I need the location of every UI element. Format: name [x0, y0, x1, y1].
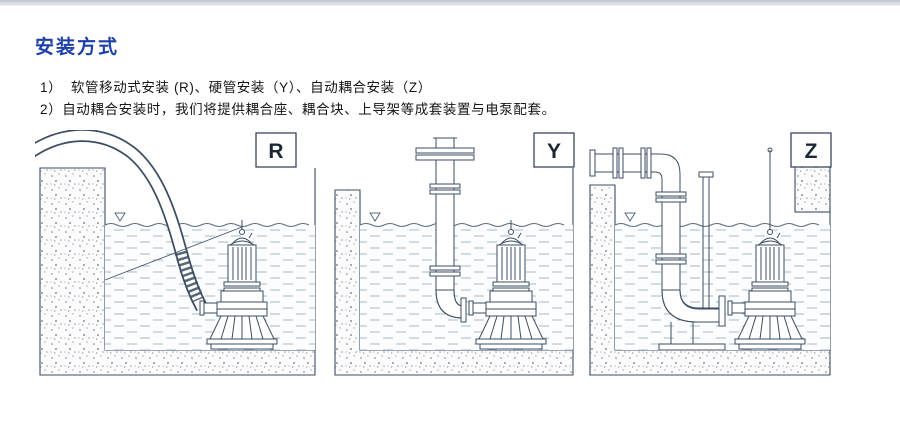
pipe-flange	[618, 147, 624, 179]
lifting-chain	[767, 147, 773, 220]
water-level-mark-icon	[114, 212, 126, 222]
water-level-mark-icon	[624, 212, 636, 222]
pipe-flange	[589, 149, 596, 177]
note-line-1: 1） 软管移动式安装 (R)、硬管安装（Y）、自动耦合安装（Z）	[40, 80, 432, 95]
water	[359, 212, 573, 350]
diagram-label: Y	[547, 140, 561, 163]
pipe-flange	[612, 147, 618, 179]
pipe-flange	[640, 147, 646, 179]
pipe-flange	[655, 197, 687, 203]
water-level-mark-icon	[369, 212, 381, 222]
page-title: 安装方式	[35, 37, 120, 58]
guide-rails	[698, 171, 714, 308]
pipe-flange	[655, 259, 687, 265]
diagram-y-drawing: Y	[334, 132, 575, 376]
pipe-flange	[429, 265, 461, 271]
power-cable	[104, 226, 243, 281]
flexible-hose	[35, 130, 208, 312]
discharge-pipe	[589, 147, 726, 351]
pipe-flange	[655, 253, 687, 259]
concrete-block	[794, 159, 831, 213]
pipe-flange	[429, 183, 461, 189]
water-surface	[359, 223, 565, 227]
water-surface	[614, 223, 820, 227]
page-top-border	[0, 0, 900, 6]
diagram-label: Z	[805, 140, 818, 163]
riser-pipe	[415, 137, 475, 323]
note-line-2: 2）自动耦合安装时，我们将提供耦合座、耦合块、上导架等成套装置与电泵配套。	[40, 102, 556, 117]
pipe-flange	[655, 191, 687, 197]
pipe-flange	[429, 189, 461, 195]
diagram-auto-coupling-installation: Z	[585, 130, 835, 382]
water	[104, 212, 315, 350]
label-box: Y	[533, 132, 575, 168]
diagram-flexible-hose-installation: R	[35, 130, 320, 382]
pipe-flange	[718, 295, 726, 327]
label-box: R	[255, 132, 297, 168]
concrete-structure	[589, 159, 831, 376]
coupling-base	[658, 343, 726, 351]
diagram-r-drawing: R	[35, 130, 316, 376]
pipe-flange	[460, 297, 467, 323]
diagram-z-drawing: Z	[589, 132, 832, 376]
water-surface	[104, 223, 310, 227]
diagram-rigid-pipe-installation: Y	[330, 130, 578, 382]
pipe-flange	[646, 147, 652, 179]
label-box: Z	[790, 132, 832, 168]
pipe-flange	[429, 271, 461, 277]
diagram-label: R	[268, 140, 283, 163]
